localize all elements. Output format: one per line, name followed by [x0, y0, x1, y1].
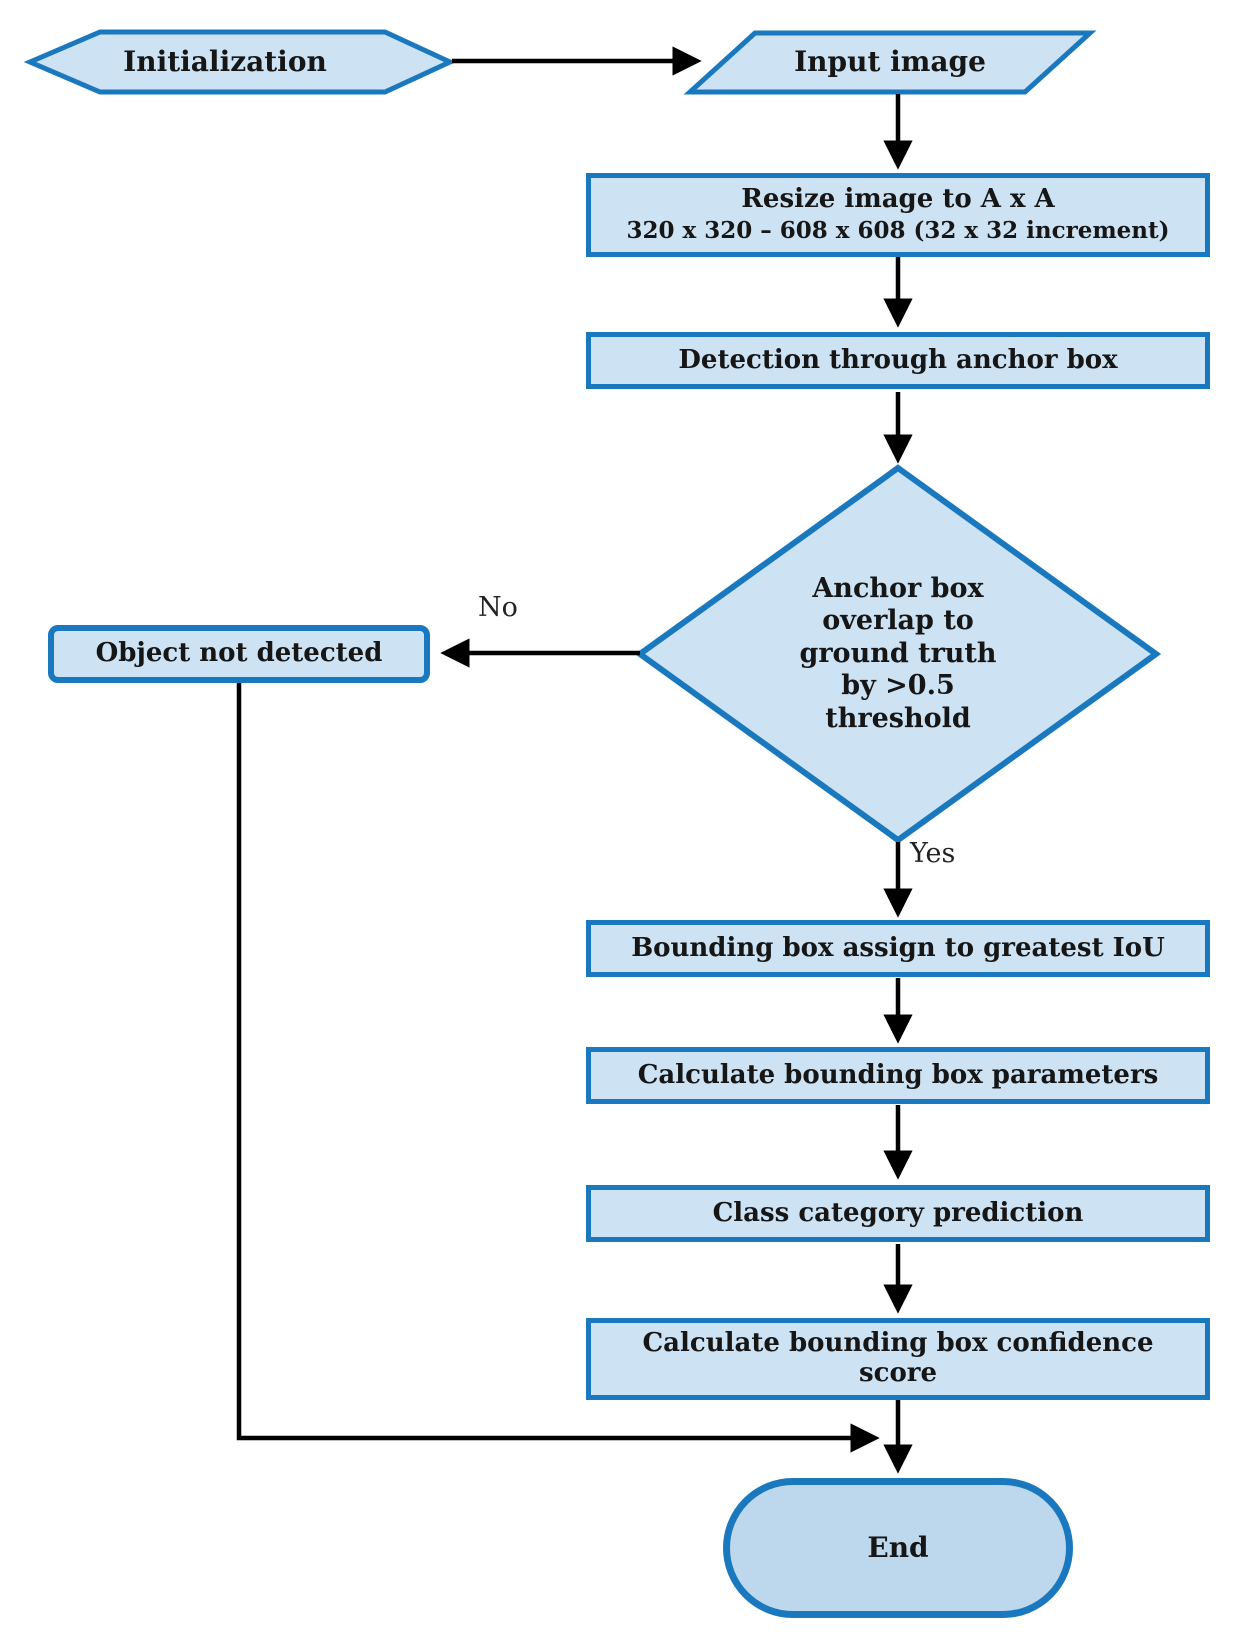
- confidence-score-line: Calculate bounding box confidence: [642, 1328, 1154, 1359]
- detection-label: Detection through anchor box: [678, 344, 1118, 375]
- decision-line: ground truth: [799, 637, 997, 669]
- assign-iou-label: Bounding box assign to greatest IoU: [631, 932, 1165, 963]
- class-prediction-label: Class category prediction: [712, 1197, 1084, 1228]
- bbox-params-label: Calculate bounding box parameters: [637, 1059, 1159, 1090]
- node-resize: Resize image to A x A 320 x 320 – 608 x …: [586, 173, 1210, 257]
- node-assign-iou: Bounding box assign to greatest IoU: [586, 920, 1210, 977]
- node-bbox-params: Calculate bounding box parameters: [586, 1047, 1210, 1104]
- decision-line: Anchor box: [812, 573, 984, 605]
- node-detection: Detection through anchor box: [586, 332, 1210, 389]
- node-object-not-detected: Object not detected: [48, 625, 430, 683]
- edge-objectnotdetected-to-merge: [236, 681, 880, 1453]
- decision-label: Anchor box overlap to ground truth by >0…: [748, 560, 1048, 748]
- decision-line: by >0.5: [841, 670, 955, 702]
- end-label: End: [867, 1530, 929, 1564]
- object-not-detected-label: Object not detected: [95, 638, 383, 669]
- edge-label-no: No: [478, 592, 518, 623]
- node-end: End: [723, 1478, 1073, 1618]
- node-confidence-score: Calculate bounding box confidence score: [586, 1318, 1210, 1400]
- decision-line: threshold: [825, 702, 971, 734]
- confidence-score-line: score: [858, 1358, 938, 1388]
- resize-label: Resize image to A x A: [741, 184, 1055, 215]
- resize-sublabel: 320 x 320 – 608 x 608 (32 x 32 increment…: [626, 217, 1170, 245]
- decision-diamond: [634, 464, 1162, 844]
- edge-label-yes: Yes: [910, 838, 956, 869]
- initialization-label: Initialization: [123, 45, 327, 79]
- decision-line: overlap to: [822, 605, 974, 637]
- input-image-parallelogram: [683, 30, 1097, 95]
- input-image-label: Input image: [794, 45, 986, 79]
- node-class-prediction: Class category prediction: [586, 1185, 1210, 1242]
- initialization-hexagon: [23, 29, 456, 95]
